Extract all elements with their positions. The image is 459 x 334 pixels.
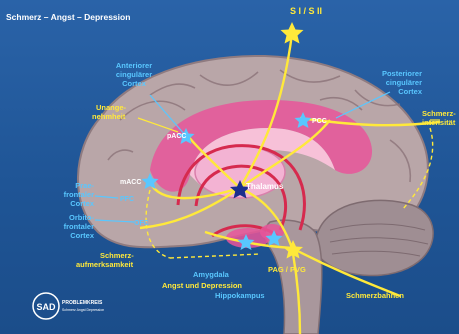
svg-text:Cortex: Cortex — [398, 87, 423, 96]
svg-text:PFC: PFC — [120, 196, 134, 203]
logo: SAD PROBLEMKREIS Schmerz Angst Depressio… — [33, 293, 104, 319]
svg-text:Posteriorer: Posteriorer — [382, 69, 422, 78]
title: Schmerz – Angst – Depression — [6, 12, 130, 22]
svg-text:frontaler: frontaler — [64, 190, 95, 199]
label-orbitofrontal: Orbito- frontaler Cortex — [64, 213, 95, 240]
label-schmerzbahnen: Schmerzbahnen — [346, 291, 404, 300]
svg-text:intensität: intensität — [422, 118, 456, 127]
svg-text:Schmerz-: Schmerz- — [422, 109, 456, 118]
svg-text:Cortex: Cortex — [122, 79, 147, 88]
label-s1s2: S I / S II — [290, 6, 322, 16]
label-hippokampus: Hippokampus — [215, 291, 265, 300]
svg-text:frontaler: frontaler — [64, 222, 95, 231]
svg-text:OFC: OFC — [134, 220, 149, 227]
label-aufmerksamkeit: Schmerz- aufmerksamkeit — [76, 251, 134, 269]
label-schmerzintensitaet: Schmerz- intensität — [422, 109, 456, 127]
label-amygdala: Amygdala — [193, 270, 230, 279]
svg-text:cingulärer: cingulärer — [386, 78, 422, 87]
svg-text:Schmerz-: Schmerz- — [100, 251, 134, 260]
label-pag: PAG / PVG — [268, 265, 306, 274]
node-ofc: OFC — [134, 220, 149, 227]
svg-text:pACC: pACC — [167, 133, 186, 140]
label-prefrontal: Prae- frontaler Cortex — [64, 181, 95, 208]
svg-text:Prae-: Prae- — [75, 181, 94, 190]
svg-text:Thalamus: Thalamus — [246, 182, 284, 191]
svg-text:PROBLEMKREIS: PROBLEMKREIS — [62, 300, 103, 306]
svg-text:SAD: SAD — [36, 302, 56, 312]
svg-text:aufmerksamkeit: aufmerksamkeit — [76, 260, 134, 269]
svg-text:Unange-: Unange- — [96, 103, 127, 112]
svg-text:Cortex: Cortex — [70, 231, 95, 240]
node-pfc: PFC — [120, 196, 134, 203]
svg-text:PCC: PCC — [312, 118, 327, 125]
svg-text:Orbito-: Orbito- — [69, 213, 94, 222]
label-pcc-region: Posteriorer cingulärer Cortex — [382, 69, 423, 96]
label-angst: Angst und Depression — [162, 281, 242, 290]
svg-text:nehmheit: nehmheit — [92, 112, 126, 121]
svg-text:Schmerz Angst Depression: Schmerz Angst Depression — [62, 308, 104, 312]
svg-text:cingulärer: cingulärer — [116, 70, 152, 79]
svg-text:mACC: mACC — [120, 179, 141, 186]
label-unangenehmheit: Unange- nehmheit — [92, 103, 127, 121]
svg-text:Anteriorer: Anteriorer — [116, 61, 152, 70]
svg-text:Cortex: Cortex — [70, 199, 95, 208]
